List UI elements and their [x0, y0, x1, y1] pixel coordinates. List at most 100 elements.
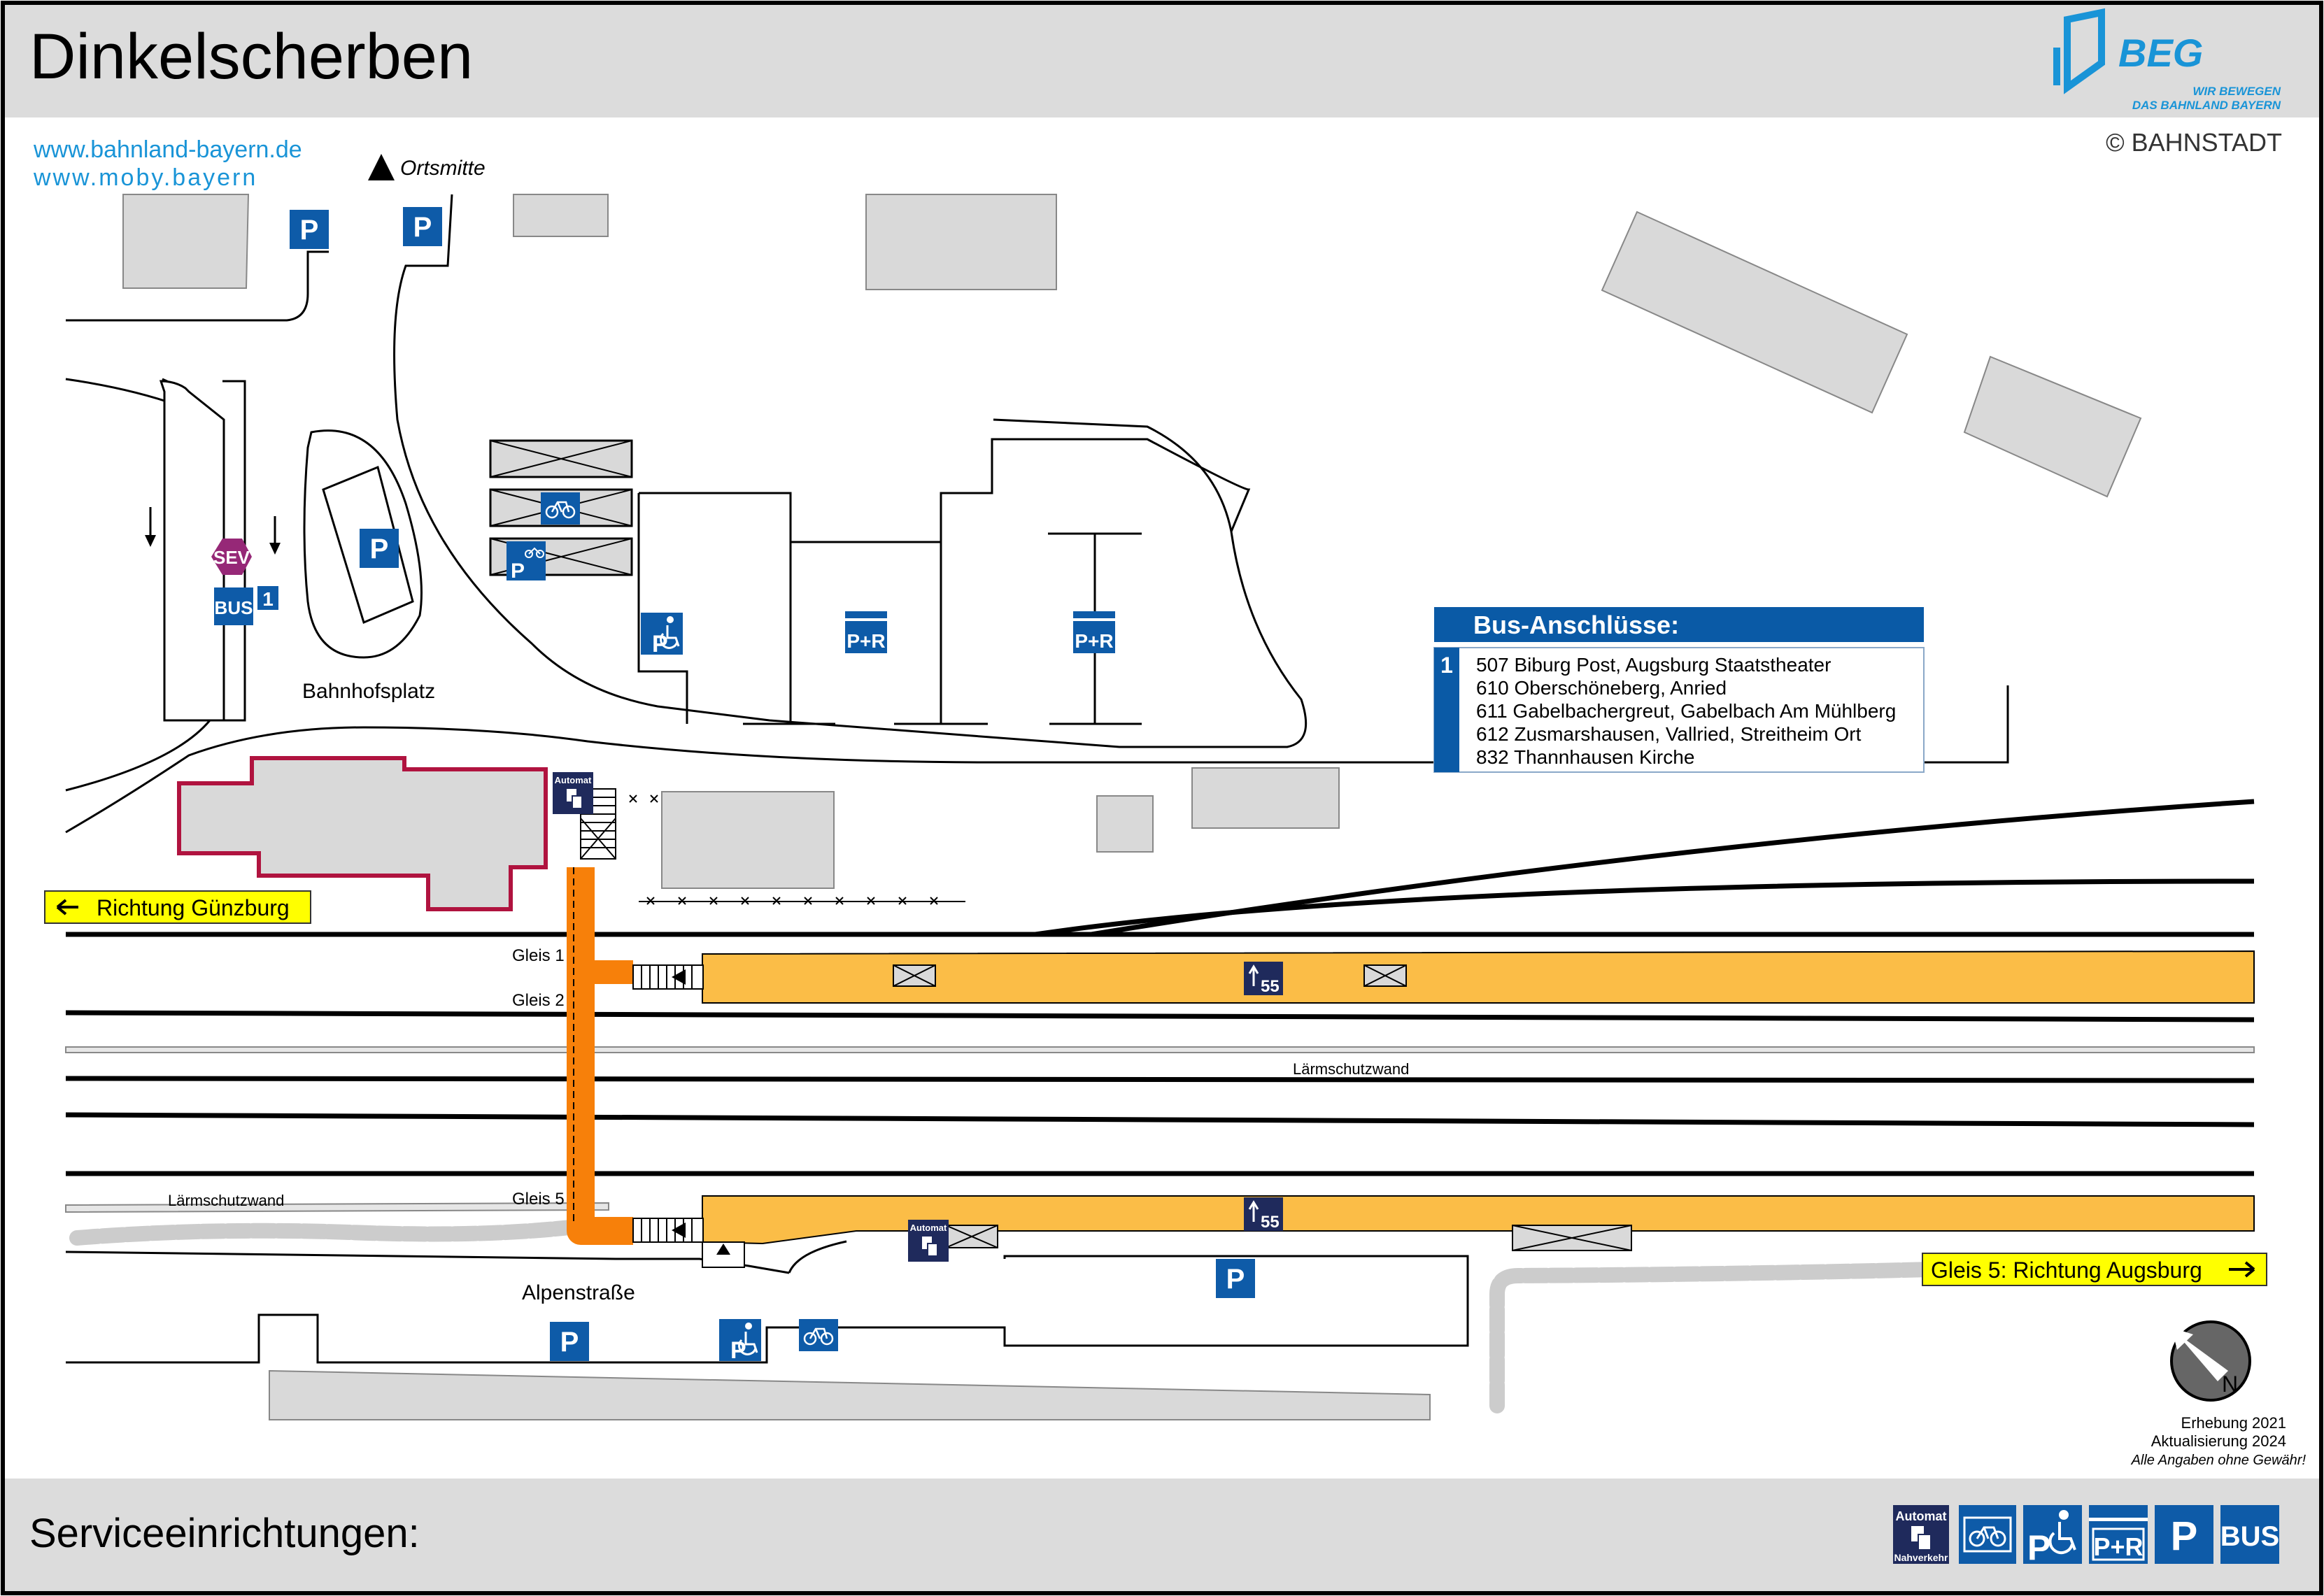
- platform-height-value: 55: [1261, 977, 1280, 996]
- svg-text:P: P: [300, 215, 319, 245]
- beg-slogan-2: DAS BAHNLAND BAYERN: [2132, 99, 2281, 112]
- disabled-parking-icon[interactable]: P: [641, 613, 683, 657]
- compass-icon: N: [2170, 1320, 2251, 1402]
- label-bahnhofsplatz: Bahnhofsplatz: [302, 680, 435, 703]
- legend-disabled-parking-icon[interactable]: P: [2023, 1505, 2082, 1567]
- bus-line: 832 Thannhausen Kirche: [1476, 746, 1694, 768]
- access-route[interactable]: [567, 867, 633, 1245]
- label-gleis-2: Gleis 2: [512, 991, 565, 1010]
- platform-height-badge-1: 55: [1244, 962, 1283, 996]
- note-erhebung: Erhebung 2021: [2181, 1414, 2286, 1432]
- bus-stop-icon[interactable]: BUS 1: [214, 586, 278, 625]
- svg-text:P: P: [2027, 1528, 2050, 1567]
- bicycle-icon[interactable]: [541, 492, 580, 525]
- svg-text:P: P: [413, 212, 432, 243]
- svg-text:SEV: SEV: [213, 547, 250, 568]
- compass-north: N: [2222, 1371, 2238, 1397]
- platform-height-badge-2: 55: [1244, 1197, 1283, 1232]
- copyright-bahnstadt: © BAHNSTADT: [2106, 128, 2282, 157]
- arrow-left-icon: [56, 899, 78, 915]
- svg-text:Nahverkehr: Nahverkehr: [1894, 1552, 1948, 1563]
- platform-ramp: [632, 964, 745, 1268]
- bus-connections-stop: 1: [1440, 653, 1453, 678]
- platform-height-value: 55: [1261, 1213, 1280, 1232]
- ortsmitte-arrow-icon: [368, 154, 395, 180]
- park-and-ride-icon[interactable]: P+R: [845, 611, 887, 653]
- svg-text:P: P: [730, 1337, 746, 1364]
- bicycle-icon[interactable]: [799, 1319, 838, 1351]
- bus-direction-arrow-icon: [269, 543, 281, 555]
- park-and-ride-icon[interactable]: P+R: [1073, 611, 1115, 653]
- fence: [559, 795, 965, 905]
- parking-icon[interactable]: P: [1216, 1259, 1255, 1298]
- label-gleis-1: Gleis 1: [512, 946, 565, 965]
- parking-icon[interactable]: P: [290, 210, 329, 249]
- link-bahnland-bayern[interactable]: www.bahnland-bayern.de: [33, 136, 302, 163]
- svg-text:BUS: BUS: [2220, 1521, 2279, 1552]
- svg-text:BUS: BUS: [215, 597, 253, 618]
- link-moby-bayern[interactable]: www.moby.bayern: [33, 164, 257, 191]
- svg-text:P: P: [2171, 1513, 2198, 1559]
- legend-bus-icon[interactable]: BUS: [2220, 1505, 2279, 1564]
- header-band: [5, 5, 2319, 117]
- bus-line: 507 Biburg Post, Augsburg Staatstheater: [1476, 654, 1831, 676]
- label-richtung-augsburg: Gleis 5: Richtung Augsburg: [1931, 1257, 2202, 1283]
- beg-logo-text: BEG: [2118, 31, 2203, 75]
- legend-ticket-machine-icon[interactable]: Automat Nahverkehr: [1893, 1505, 1949, 1564]
- page-title: Dinkelscherben: [29, 21, 473, 92]
- platform-shelter: [1363, 964, 1407, 987]
- svg-text:P: P: [560, 1327, 579, 1358]
- station-building: [177, 756, 548, 911]
- ticket-machine-icon[interactable]: Automat: [553, 772, 593, 814]
- parking-icon[interactable]: P: [360, 529, 399, 568]
- label-laermschutzwand-north: Lärmschutzwand: [1293, 1060, 1409, 1078]
- legend-bicycle-icon[interactable]: [1959, 1505, 2016, 1564]
- platform-shelter: [1512, 1225, 1632, 1251]
- svg-text:Automat: Automat: [910, 1223, 947, 1233]
- surrounding-buildings: [122, 194, 2142, 1420]
- svg-text:P: P: [511, 560, 525, 583]
- arrow-right-icon: [2229, 1261, 2255, 1278]
- road-outlines: [65, 194, 2009, 1364]
- direction-sign-augsburg: Gleis 5: Richtung Augsburg: [1922, 1253, 2267, 1286]
- legend-parking-icon[interactable]: P: [2155, 1505, 2213, 1564]
- label-gleis-5: Gleis 5: [512, 1190, 565, 1209]
- bus-connections-panel: Bus-Anschlüsse: 1 507 Biburg Post, Augsb…: [1433, 607, 1925, 773]
- label-laermschutzwand-south: Lärmschutzwand: [168, 1192, 284, 1209]
- railway-tracks: [65, 799, 2255, 1176]
- sev-icon[interactable]: SEV: [211, 539, 252, 575]
- svg-text:P: P: [1226, 1264, 1245, 1295]
- note-disclaimer: Alle Angaben ohne Gewähr!: [2131, 1453, 2307, 1468]
- bus-connections-title: Bus-Anschlüsse:: [1473, 611, 1679, 639]
- platform-shelter: [893, 964, 936, 987]
- bus-line: 610 Oberschöneberg, Anried: [1476, 677, 1727, 699]
- svg-text:1: 1: [262, 588, 274, 610]
- parking-lot-outlines: [637, 438, 1251, 725]
- bus-line: 612 Zusmarshausen, Vallried, Streitheim …: [1476, 723, 1862, 745]
- svg-text:P: P: [370, 534, 389, 564]
- svg-text:Automat: Automat: [555, 775, 592, 785]
- disabled-parking-icon[interactable]: P: [719, 1319, 761, 1364]
- svg-text:P: P: [652, 631, 668, 657]
- ticket-machine-icon[interactable]: Automat: [908, 1220, 949, 1262]
- label-richtung-guenzburg: Richtung Günzburg: [97, 895, 290, 920]
- beg-logo: BEG WIR BEWEGEN DAS BAHNLAND BAYERN: [2053, 8, 2281, 112]
- label-ortsmitte: Ortsmitte: [400, 157, 486, 180]
- legend-park-and-ride-icon[interactable]: P+R: [2089, 1505, 2148, 1564]
- label-alpenstrasse: Alpenstraße: [522, 1281, 635, 1304]
- noise-barriers: [65, 1046, 2255, 1213]
- footer-title: Serviceeinrichtungen:: [29, 1511, 420, 1556]
- bus-line: 611 Gabelbachergreut, Gabelbach Am Mühlb…: [1476, 700, 1896, 722]
- svg-text:Automat: Automat: [1896, 1509, 1947, 1523]
- motorbike-parking-icon[interactable]: P: [506, 541, 546, 583]
- note-aktualisierung: Aktualisierung 2024: [2151, 1432, 2286, 1450]
- svg-text:P+R: P+R: [846, 630, 885, 652]
- beg-slogan-1: WIR BEWEGEN: [2192, 85, 2281, 98]
- platform-shelter: [945, 1225, 998, 1248]
- parking-icon[interactable]: P: [550, 1322, 589, 1361]
- svg-text:P+R: P+R: [1075, 630, 1113, 652]
- svg-text:P+R: P+R: [2093, 1532, 2143, 1561]
- parking-icon[interactable]: P: [403, 207, 442, 246]
